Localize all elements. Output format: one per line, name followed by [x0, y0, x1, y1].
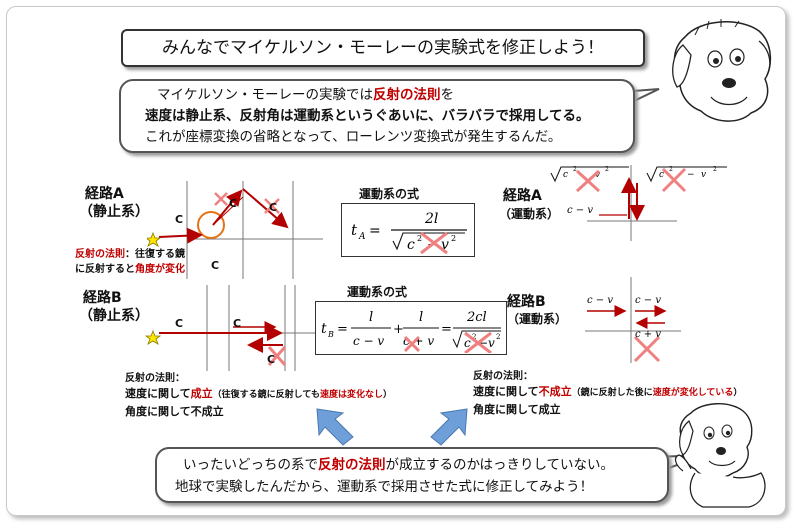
path-b-rest-diagram: [145, 285, 315, 371]
path-b-moving-diagram: [585, 277, 681, 363]
eq-exp: 2: [417, 234, 422, 243]
path-a-moving-sub: （運動系）: [499, 207, 560, 221]
eq-c: c: [407, 237, 415, 253]
svg-text:v: v: [595, 170, 600, 180]
cross-mark: [264, 198, 280, 214]
formula-label: c − v: [635, 295, 661, 306]
eq-var: t: [351, 221, 358, 239]
svg-text:c: c: [464, 336, 471, 350]
rest-law-heading: 反射の法則：: [125, 373, 185, 384]
svg-text:=: =: [337, 322, 348, 337]
equation-b: t B = l c − v + l c + v = 2cl c 2 − v 2: [321, 310, 501, 353]
svg-text:−: −: [478, 336, 488, 350]
c-label: C: [267, 353, 276, 366]
arrow-up-left-icon: [316, 408, 354, 446]
svg-text:=: =: [441, 322, 452, 337]
light-source-star: [147, 231, 162, 247]
path-b-moving-sub: （運動系）: [507, 312, 568, 326]
eq-sub: A: [358, 232, 366, 242]
path-b-moving-label: 経路B: [507, 294, 546, 310]
cross-mark: [661, 167, 687, 193]
svg-text:l: l: [369, 310, 373, 325]
path-a-rest-diagram: [147, 181, 323, 279]
path-b-rest-label: 経路B: [83, 290, 122, 306]
svg-text:v: v: [488, 336, 495, 350]
formula-label: c − v: [587, 295, 613, 306]
svg-text:−: −: [687, 170, 695, 180]
svg-text:l: l: [419, 310, 423, 325]
c-label: C: [269, 201, 278, 214]
sqrt-sign: [550, 166, 629, 183]
svg-text:B: B: [327, 330, 334, 339]
cross-mark: [267, 346, 287, 366]
equation-b-heading: 運動系の式: [347, 285, 408, 299]
ray: [158, 227, 203, 244]
conclusion-line-2: 地球で実験したんだから、運動系で採用させた式に修正してみよう！: [175, 479, 594, 495]
cross-mark: [420, 231, 448, 255]
svg-text:2: 2: [496, 333, 500, 341]
svg-text:c: c: [659, 170, 664, 180]
svg-text:2: 2: [605, 166, 609, 173]
svg-text:+: +: [393, 322, 404, 337]
page-title: みんなでマイケルソン・モーレーの実験式を修正しよう！: [121, 29, 645, 67]
path-a-note-1: 反射の法則：往復する鏡: [75, 249, 185, 260]
eq-exp: 2: [451, 234, 456, 243]
eq-equals: =: [369, 223, 381, 239]
moving-law-heading: 反射の法則：: [473, 371, 533, 382]
path-a-moving-label: 経路A: [503, 188, 542, 204]
c-label: C: [233, 317, 242, 330]
sqrt-sign: [646, 166, 727, 183]
intro-bubble: [119, 79, 635, 153]
conclusion-bubble: [155, 447, 669, 503]
eq-numerator: 2l: [424, 211, 438, 227]
intro-line-1: マイケルソン・モーレーの実験では反射の法則を: [157, 87, 454, 103]
c-label: C: [175, 317, 184, 330]
svg-text:2: 2: [669, 166, 673, 173]
svg-text:c − v: c − v: [353, 334, 384, 348]
c-label: C: [175, 213, 184, 226]
path-a-note-2: に反射すると角度が変化: [75, 264, 185, 275]
dog-bottom-illustration: [674, 403, 766, 508]
cross-mark: [403, 335, 421, 353]
moving-law-row-1: 速度に関して不成立（鏡に反射した後に速度が変化している）: [473, 385, 743, 398]
svg-text:2cl: 2cl: [466, 310, 487, 325]
eq-v: v: [441, 237, 449, 253]
svg-text:t: t: [321, 321, 327, 337]
slide: みんなでマイケルソン・モーレーの実験式を修正しよう！ マイケルソン・モーレーの実…: [6, 6, 786, 516]
ray-thin: [212, 196, 244, 226]
intro-line-3: これが座標変換の省略となって、ローレンツ変換式が発生するんだ。: [145, 129, 562, 145]
moving-law-row-2: 角度に関して成立: [473, 403, 561, 416]
formula-label: c + v: [635, 329, 661, 340]
arrow-up-right-icon: [430, 408, 468, 446]
cross-mark: [464, 331, 492, 353]
svg-text:2: 2: [573, 166, 577, 173]
equation-a-heading: 運動系の式: [359, 187, 420, 201]
path-a-rest-label: 経路A: [85, 186, 124, 202]
cross-mark: [214, 192, 228, 206]
svg-text:v: v: [701, 170, 706, 180]
conclusion-line-1: いったいどっちの系で反射の法則が成立するのかはっきりしていない。: [183, 457, 615, 473]
rest-law-row-2: 角度に関して不成立: [125, 405, 224, 418]
cross-mark: [575, 169, 601, 193]
cross-mark: [633, 335, 661, 363]
ray: [242, 188, 289, 229]
sqrt-sign: [392, 232, 465, 251]
eq-c: c: [563, 170, 568, 180]
svg-text:2: 2: [713, 166, 717, 173]
c-label: C: [211, 259, 220, 272]
path-b-rest-sub: （静止系）: [79, 308, 149, 324]
reflection-circle: [197, 211, 225, 239]
rest-law-row-1: 速度に関して成立（往復する鏡に反射しても速度は変化なし）: [125, 387, 392, 400]
c-label: C: [229, 197, 238, 210]
path-a-rest-sub: （静止系）: [79, 204, 149, 220]
path-a-moving-diagram: c 2 v 2 c 2 − v 2: [550, 165, 727, 241]
svg-text:2: 2: [472, 333, 476, 341]
equation-a: t A = 2l c 2 − v 2: [351, 211, 467, 255]
ray: [212, 189, 243, 226]
intro-line-2: 速度は静止系、反射角は運動系というぐあいに、バラバラで採用してる。: [145, 108, 590, 124]
formula-label: c − v: [567, 205, 593, 216]
light-source-star: [145, 329, 162, 345]
dog-top-illustration: [672, 19, 772, 122]
